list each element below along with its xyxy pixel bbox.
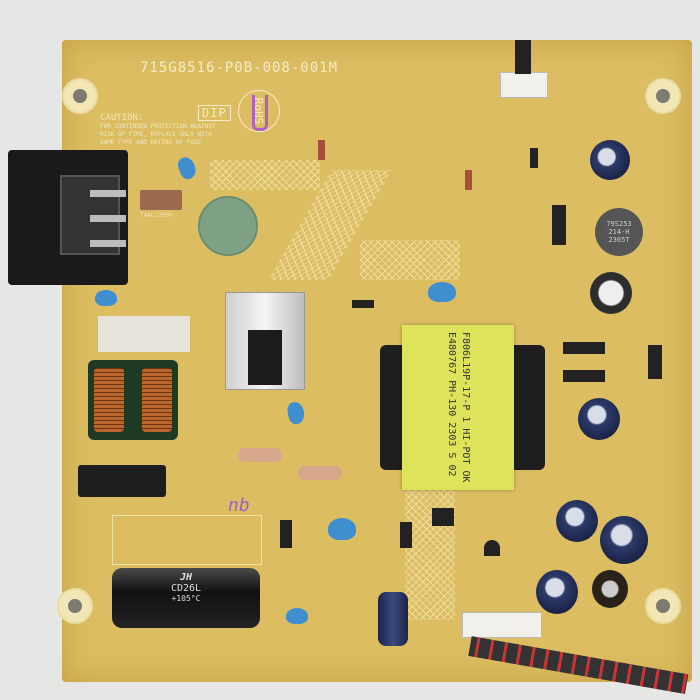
fuse-rating: T4AL/250V — [140, 212, 173, 219]
handwritten-mark — [252, 95, 268, 131]
transformer-label: F806L19P-17-P 1 HI-POT OK E480767 PH-130… — [444, 332, 472, 483]
y-capacitor — [428, 282, 456, 302]
choke-winding — [94, 368, 124, 432]
cap-brand: JH — [179, 572, 193, 583]
transformer-label-line: E480767 PH-130 2303 S 02 — [446, 332, 457, 477]
handwritten-note: nb — [228, 495, 250, 516]
inductor-label: 214-H — [608, 228, 630, 236]
inlet-pin — [90, 215, 126, 222]
inductor: 79S253 214-H 2305T — [595, 208, 643, 256]
bridge-rectifier — [78, 465, 166, 497]
diode — [552, 205, 566, 245]
choke-winding — [142, 368, 172, 432]
cap-series: CD26L — [170, 583, 202, 594]
copper-trace — [210, 160, 320, 190]
electrolytic-capacitor — [600, 516, 648, 564]
transformer: F806L19P-17-P 1 HI-POT OK E480767 PH-130… — [402, 325, 514, 490]
mounting-hole — [57, 588, 93, 624]
resistor — [298, 466, 342, 480]
small-diode — [318, 140, 325, 160]
caution-title: CAUTION: — [100, 113, 144, 123]
mounting-hole — [645, 588, 681, 624]
inductor-label: 2305T — [608, 236, 630, 244]
resistor — [238, 448, 282, 462]
electrolytic-capacitor — [536, 570, 578, 614]
part-number: 715G8516-P0B-008-001M — [140, 60, 339, 76]
optocoupler — [432, 508, 454, 526]
diode — [400, 522, 412, 548]
electrolytic-capacitor — [592, 570, 628, 608]
inductor-label: 79S253 — [606, 220, 632, 228]
mounting-hole — [62, 78, 98, 114]
diode — [648, 345, 662, 379]
y-capacitor — [95, 290, 117, 306]
electrolytic-capacitor — [578, 398, 620, 440]
varistor — [198, 196, 258, 256]
cap-temp: +105°C — [171, 594, 201, 603]
wire-bundle — [515, 40, 531, 74]
inlet-pin — [90, 240, 126, 247]
mosfet — [248, 330, 282, 385]
electrolytic-capacitor — [590, 272, 632, 314]
choke-cover — [98, 316, 190, 352]
y-capacitor — [328, 518, 356, 540]
caution-text: CAUTION: FOR CONTINUED PROTECTION AGAINS… — [100, 113, 216, 147]
diode — [280, 520, 292, 548]
fuse — [140, 190, 182, 210]
diode — [530, 148, 538, 168]
connector-top — [500, 72, 548, 98]
small-diode — [465, 170, 472, 190]
caution-line: RISK OF FIRE, REPLACE ONLY WITH — [100, 131, 212, 138]
inlet-pin — [90, 190, 126, 197]
diode — [563, 342, 605, 354]
transformer-label-line: F806L19P-17-P 1 HI-POT OK — [460, 332, 471, 483]
diode — [352, 300, 374, 308]
silkscreen-outline — [112, 515, 262, 565]
y-capacitor — [286, 608, 308, 624]
bulk-capacitor: JH CD26L +105°C — [112, 568, 260, 628]
electrolytic-capacitor — [556, 500, 598, 542]
mounting-hole — [645, 78, 681, 114]
caution-line: FOR CONTINUED PROTECTION AGAINST — [100, 123, 216, 130]
caution-line: SAME TYPE AND RATING OF FUSE — [100, 139, 202, 146]
diode — [563, 370, 605, 382]
copper-trace — [360, 240, 460, 280]
connector-bottom — [462, 612, 542, 638]
electrolytic-capacitor — [378, 592, 408, 646]
dip-arrow: DIP — [198, 105, 231, 121]
transistor — [484, 540, 500, 556]
